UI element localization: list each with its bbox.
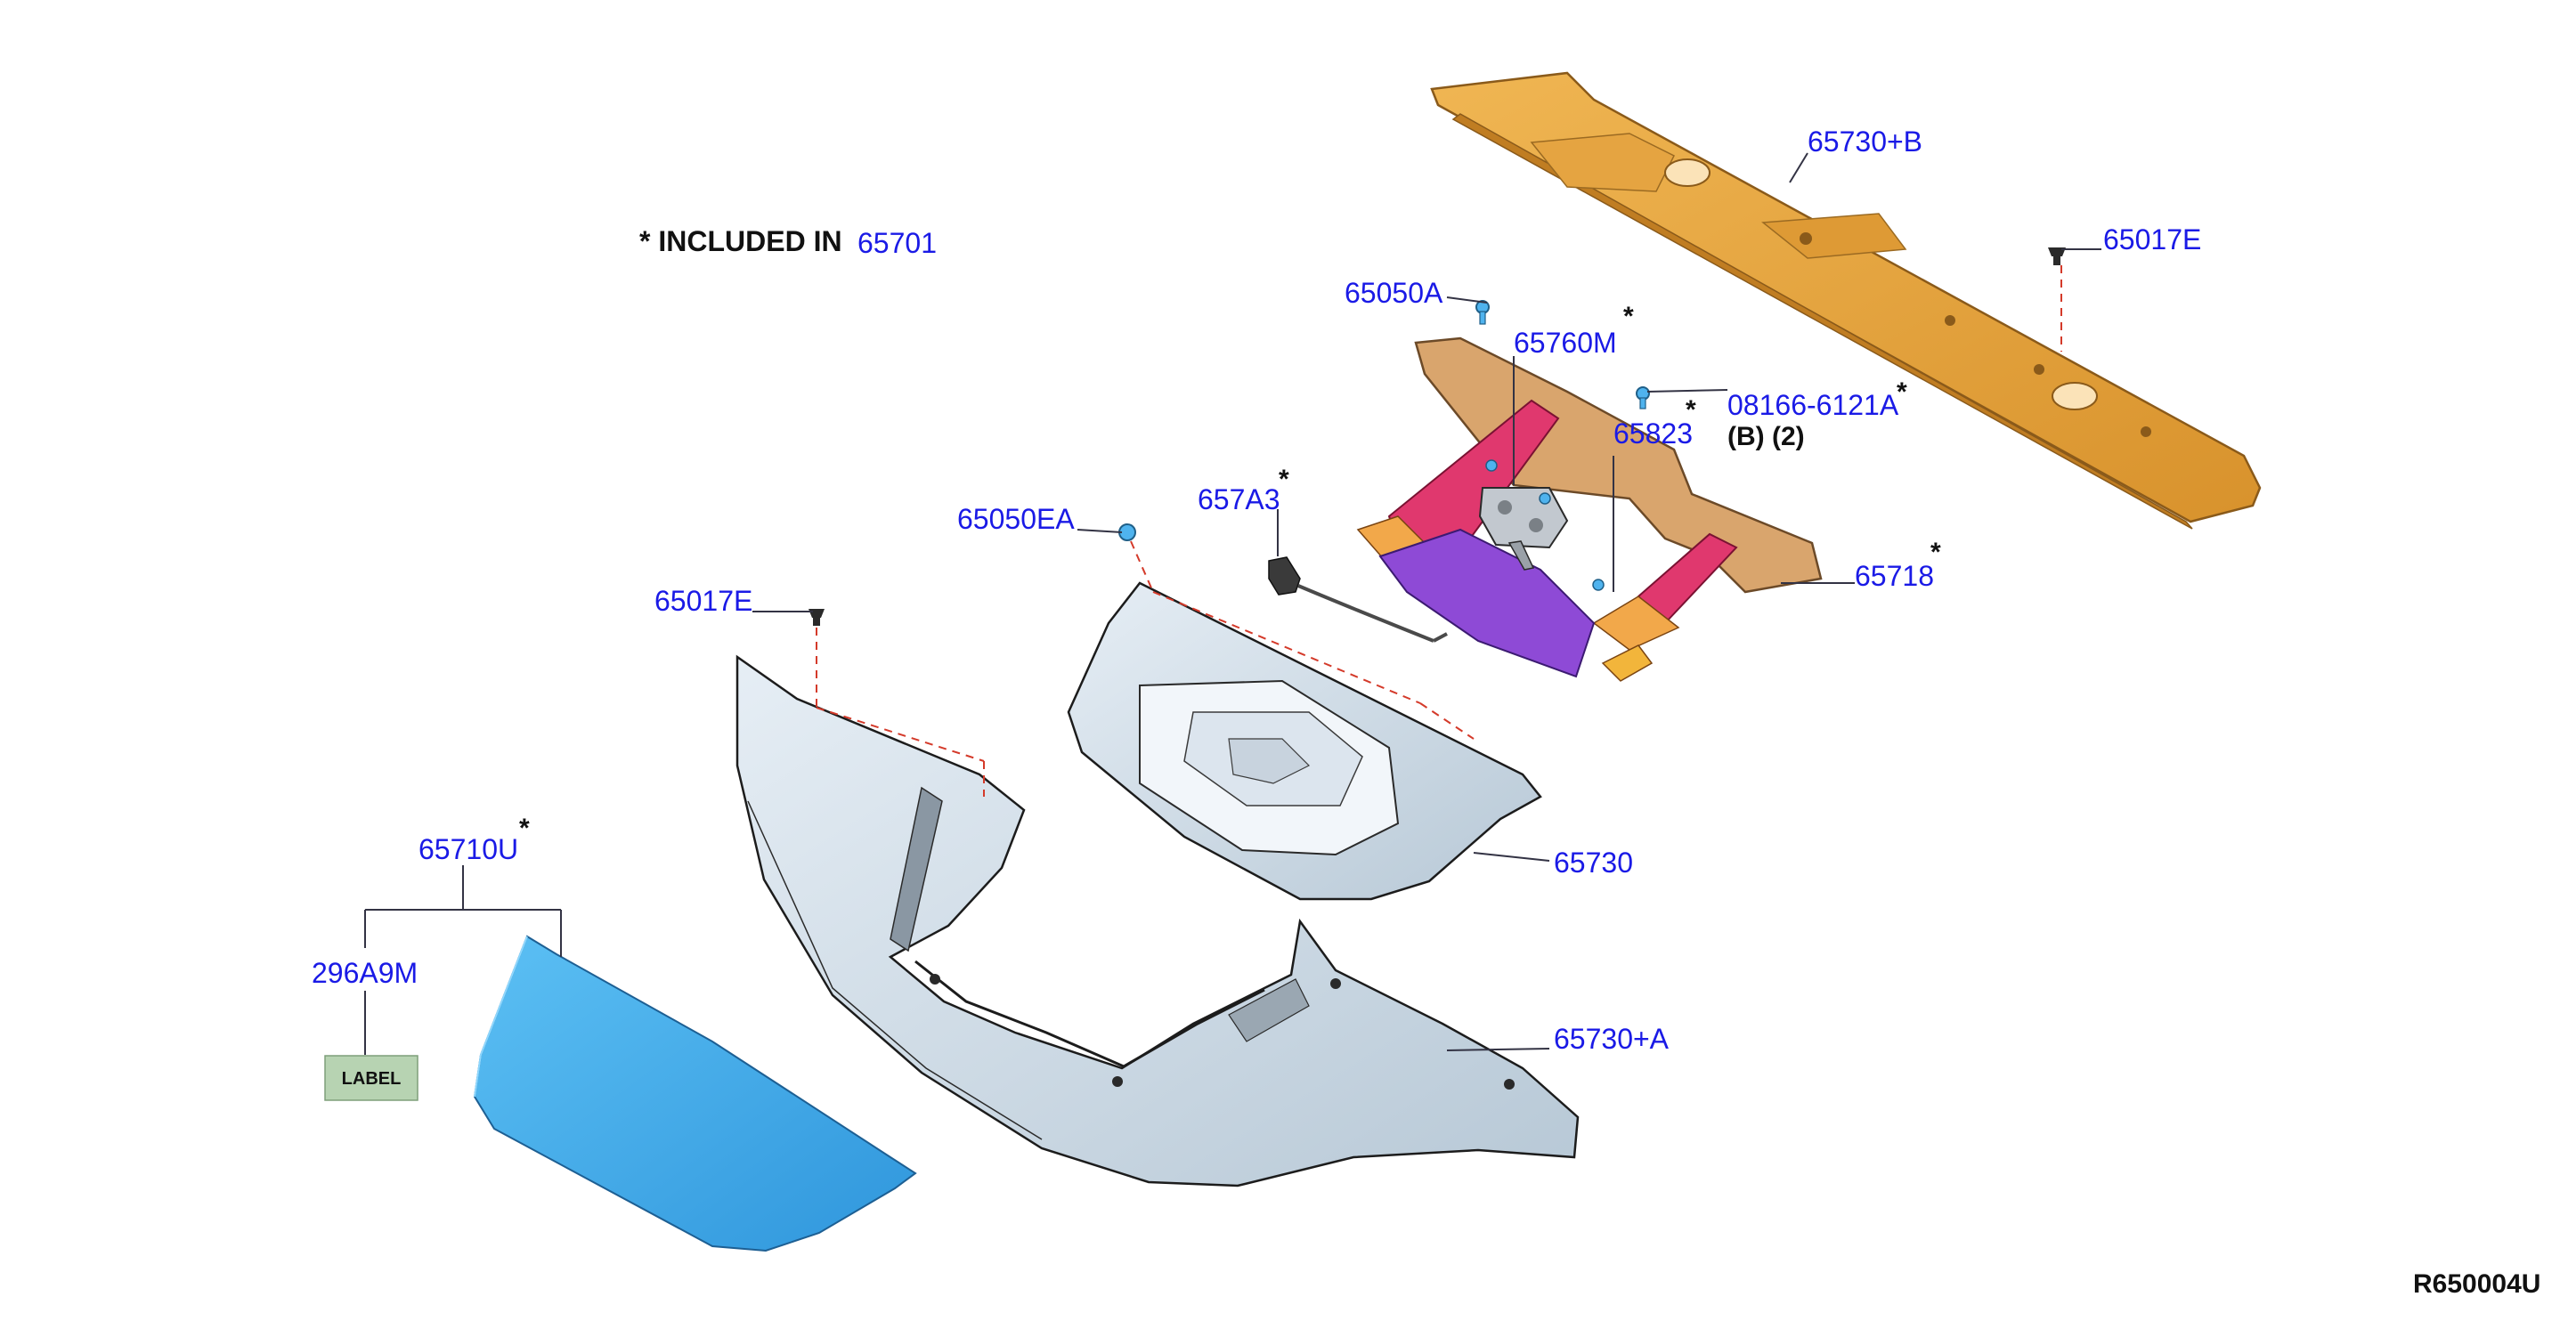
label-65017E-left[interactable]: 65017E	[654, 585, 752, 617]
assembly-dashes	[816, 265, 2062, 797]
label-296A9M[interactable]: 296A9M	[312, 957, 418, 989]
label-65050EA[interactable]: 65050EA	[957, 503, 1075, 535]
included-star: *	[1686, 395, 1696, 425]
label-icon[interactable]: LABEL	[324, 1055, 418, 1101]
label-08166-6121A[interactable]: 08166-6121A	[1727, 389, 1899, 421]
label-tag-text: LABEL	[342, 1069, 402, 1089]
label-657A3[interactable]: 657A3	[1198, 483, 1280, 515]
leader-lines	[364, 152, 2101, 1055]
label-65050A[interactable]: 65050A	[1345, 277, 1443, 309]
release-cable-part[interactable]	[1268, 556, 1448, 643]
included-star: *	[519, 814, 530, 843]
label-65710U[interactable]: 65710U	[418, 833, 518, 865]
upper-cover-part[interactable]	[1430, 71, 2262, 530]
included-star: *	[1897, 377, 1907, 407]
label-65823[interactable]: 65823	[1613, 417, 1693, 450]
label-65730[interactable]: 65730	[1554, 847, 1633, 879]
label-65730-A[interactable]: 65730+A	[1554, 1023, 1670, 1055]
screw-icon[interactable]	[1592, 579, 1605, 591]
label-65718[interactable]: 65718	[1855, 560, 1934, 592]
grille-inner-part[interactable]	[1067, 581, 1542, 901]
bolt-icon[interactable]	[1485, 459, 1551, 505]
front-grille-part[interactable]	[735, 654, 1580, 1187]
included-star: *	[1930, 538, 1941, 567]
lock-support-part[interactable]	[1356, 336, 1823, 682]
label-65760M[interactable]: 65760M	[1514, 327, 1617, 359]
bolt-icon[interactable]	[1636, 386, 1650, 409]
included-star: *	[1623, 302, 1634, 331]
diagram-code: R650004U	[2413, 1269, 2540, 1299]
label-65730-B[interactable]: 65730+B	[1808, 126, 1922, 158]
bolt-icon[interactable]	[1475, 300, 1490, 325]
emblem-part[interactable]	[473, 935, 917, 1252]
label-65017E-right[interactable]: 65017E	[2103, 223, 2201, 255]
included-star: *	[1279, 465, 1289, 494]
note-ref-label[interactable]: 65701	[857, 227, 937, 259]
note-prefix: * INCLUDED IN	[639, 225, 842, 257]
quantity-note: (B) (2)	[1727, 422, 1805, 451]
